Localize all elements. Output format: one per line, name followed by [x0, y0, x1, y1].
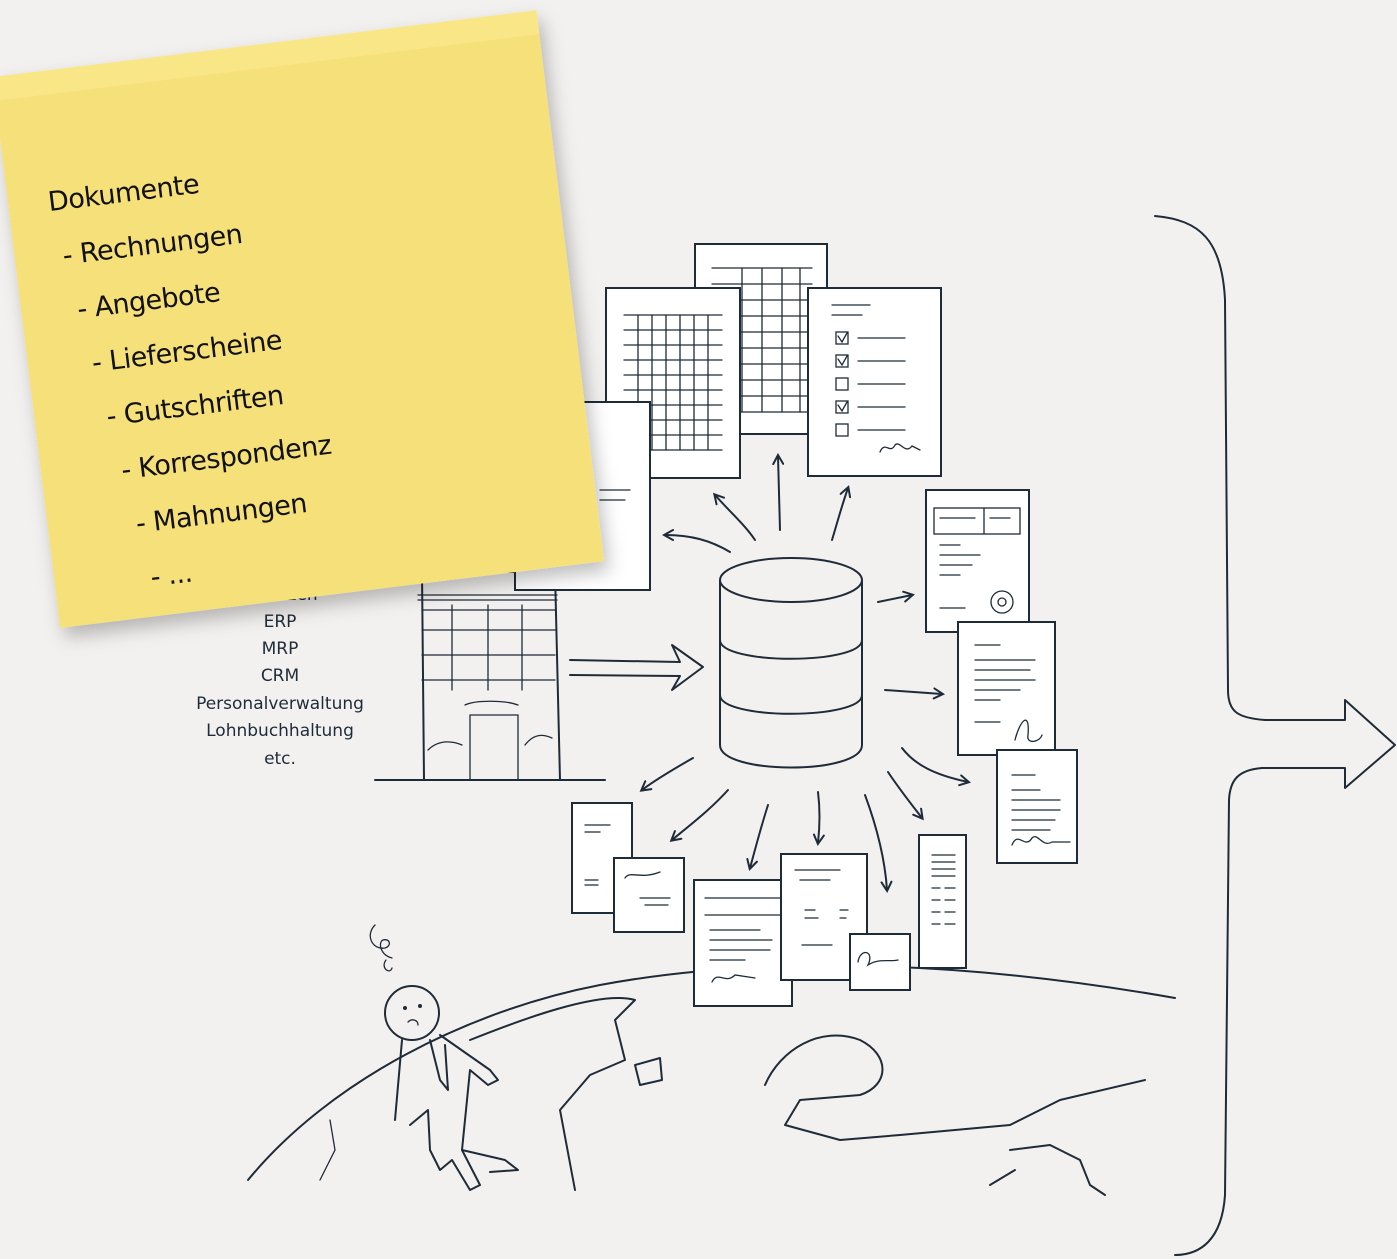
bottom-document-5 [849, 933, 911, 991]
system-label: Lohnbuchhaltung [206, 721, 354, 741]
system-label: ERP [264, 612, 297, 632]
confused-person-figure [369, 924, 519, 1191]
system-label: etc. [264, 749, 296, 769]
contract-document [957, 621, 1056, 756]
sticky-note-item: - ... [149, 558, 194, 594]
bottom-document-2 [613, 857, 685, 933]
bottom-document-6 [918, 834, 967, 969]
system-label: Personalverwaltung [196, 694, 364, 714]
signed-letter-document [996, 749, 1078, 864]
system-label: MRP [262, 639, 299, 659]
database-arrows [642, 456, 968, 890]
building-to-database-arrow [569, 644, 704, 691]
system-label: CRM [261, 666, 299, 686]
checklist-document [807, 287, 942, 477]
sticky-note [0, 10, 605, 628]
systems-list: Finanzen ERP MRP CRM Personalverwaltung … [196, 585, 364, 769]
email-document [925, 489, 1030, 633]
globe [247, 964, 1176, 1196]
summary-brace [1154, 215, 1396, 1256]
bottom-document-3 [693, 879, 793, 1007]
central-database-icon [719, 557, 863, 769]
